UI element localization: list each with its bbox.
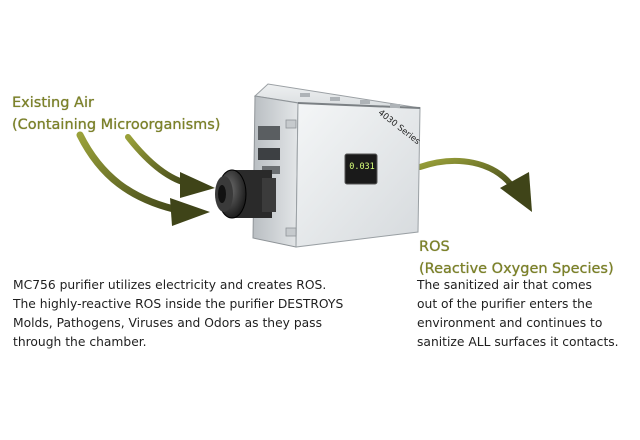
existing-air-line2: (Containing Microorganisms)	[12, 117, 221, 133]
ros-line1: ROS	[419, 239, 450, 255]
outgoing-arrow-icon	[417, 158, 532, 212]
left-paragraph-line: MC756 purifier utilizes electricity and …	[13, 278, 327, 292]
left-paragraph-line: Molds, Pathogens, Viruses and Odors as t…	[13, 316, 322, 330]
existing-air-line1: Existing Air	[12, 95, 94, 111]
left-paragraph-line: through the chamber.	[13, 335, 147, 349]
right-paragraph-line: environment and continues to	[417, 316, 603, 330]
purifier-description: MC756 purifier utilizes electricity and …	[13, 276, 343, 352]
right-paragraph-line: The sanitized air that comes	[417, 278, 592, 292]
display-value: 0.031	[349, 162, 375, 172]
left-paragraph-line: The highly-reactive ROS inside the purif…	[13, 297, 344, 311]
display-screen	[344, 153, 378, 185]
incoming-arrow-lower-icon	[76, 131, 210, 226]
incoming-arrow-upper-icon	[125, 134, 215, 198]
right-paragraph-line: out of the purifier enters the	[417, 297, 593, 311]
sanitized-air-description: The sanitized air that comes out of the …	[417, 276, 619, 352]
right-paragraph-line: sanitize ALL surfaces it contacts.	[417, 335, 619, 349]
existing-air-heading: Existing Air (Containing Microorganisms)	[12, 92, 220, 136]
ros-line2: (Reactive Oxygen Species)	[419, 261, 614, 277]
purifier-device	[215, 83, 422, 248]
ros-heading: ROS (Reactive Oxygen Species)	[419, 236, 614, 280]
